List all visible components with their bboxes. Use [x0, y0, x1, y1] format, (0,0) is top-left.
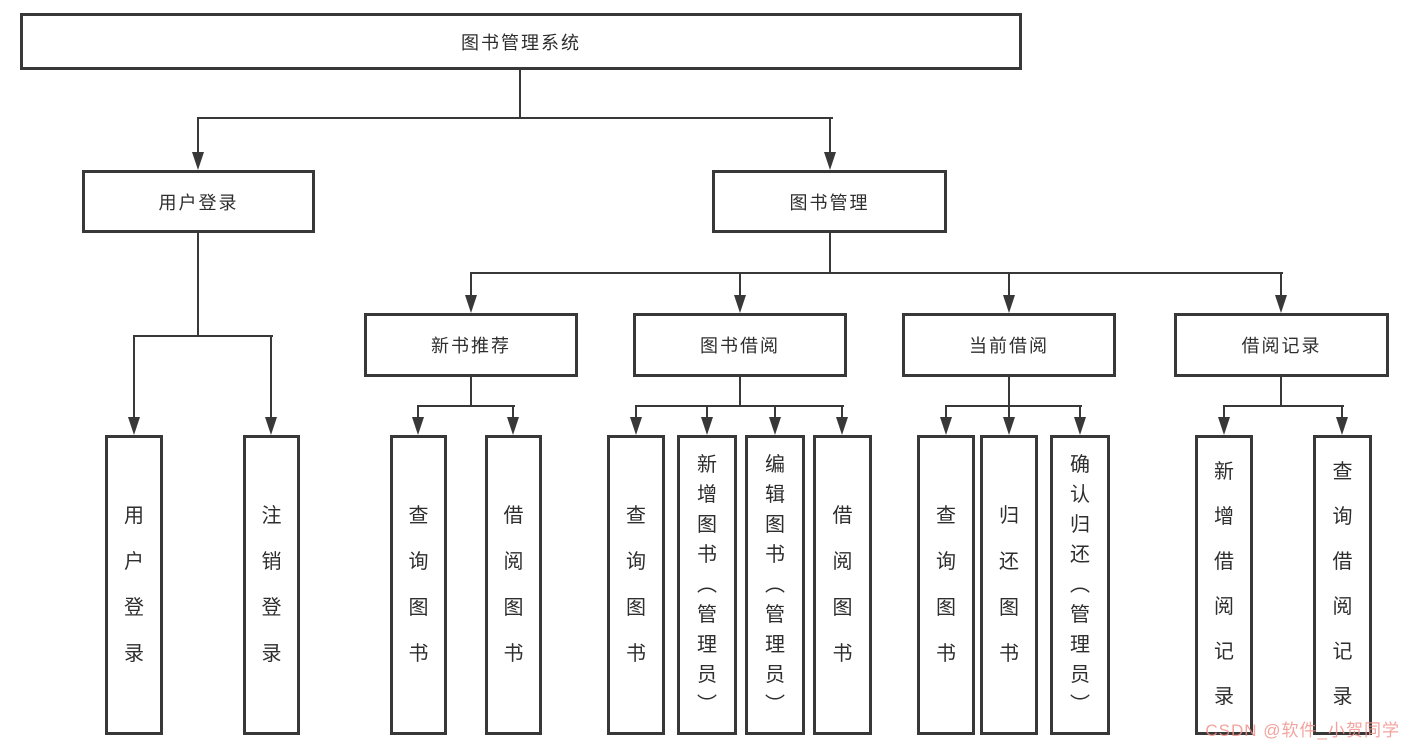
arrowhead-down-icon [1218, 417, 1230, 435]
connector-line [829, 118, 831, 154]
node-borrowing-records: 借阅记录 [1174, 313, 1389, 377]
arrowhead-down-icon [701, 417, 713, 435]
leaf-borrow-borrow-books: 借 阅 图 书 [813, 435, 872, 735]
arrowhead-down-icon [1275, 295, 1287, 313]
node-new-book-recommendation: 新书推荐 [364, 313, 578, 377]
connector-line [270, 336, 272, 420]
leaf-recommend-query-books: 查 询 图 书 [390, 435, 447, 735]
node-system-root-label: 图书管理系统 [461, 32, 581, 53]
leaf-borrow-query-books: 查 询 图 书 [607, 435, 665, 735]
node-borrowing-records-label: 借阅记录 [1241, 336, 1322, 356]
connector-line [739, 375, 741, 406]
connector-line [739, 273, 741, 298]
arrowhead-down-icon [734, 295, 746, 313]
connector-line [417, 405, 515, 407]
connector-line [706, 406, 708, 421]
arrowhead-down-icon [1003, 417, 1015, 435]
leaf-records-add-record-label: 新 增 借 阅 记 录 [1214, 461, 1234, 708]
arrowhead-down-icon [940, 417, 952, 435]
connector-line [774, 406, 776, 421]
connector-line [519, 68, 521, 118]
leaf-recommend-query-books-label: 查 询 图 书 [408, 505, 429, 665]
connector-line [635, 406, 637, 421]
leaf-recommend-borrow-books: 借 阅 图 书 [485, 435, 542, 735]
connector-line [197, 117, 833, 119]
node-user-login-label: 用户登录 [158, 192, 239, 213]
leaf-borrow-query-books-label: 查 询 图 书 [626, 505, 646, 665]
connector-line [197, 118, 199, 154]
leaf-user-login-label: 用 户 登 录 [124, 505, 144, 665]
arrowhead-down-icon [1003, 295, 1015, 313]
arrowhead-down-icon [769, 417, 781, 435]
node-user-login: 用户登录 [82, 170, 315, 233]
arrowhead-down-icon [1336, 417, 1348, 435]
leaf-recommend-borrow-books-label: 借 阅 图 书 [503, 505, 524, 665]
connector-line [512, 406, 514, 421]
connector-line [829, 230, 831, 274]
leaf-current-return-books: 归 还 图 书 [980, 435, 1038, 735]
leaf-records-query-record: 查 询 借 阅 记 录 [1313, 435, 1372, 735]
leaf-logout-label: 注 销 登 录 [261, 505, 282, 665]
leaf-logout: 注 销 登 录 [243, 435, 300, 735]
node-system-root: 图书管理系统 [20, 13, 1022, 70]
arrowhead-down-icon [465, 295, 477, 313]
leaf-records-query-record-label: 查 询 借 阅 记 录 [1332, 461, 1353, 708]
arrowhead-down-icon [1074, 417, 1086, 435]
arrowhead-down-icon [824, 152, 836, 170]
connector-line [417, 406, 419, 421]
node-book-borrowing-label: 图书借阅 [700, 336, 780, 356]
connector-line [1223, 406, 1225, 421]
node-new-book-recommendation-label: 新书推荐 [431, 336, 511, 356]
leaf-borrow-edit-books-admin-label: 编 辑 图 书 ︵ 管 理 员 ︶ [765, 454, 785, 716]
arrowhead-down-icon [630, 417, 642, 435]
connector-line [1280, 375, 1282, 406]
leaf-current-confirm-return-admin: 确 认 归 还 ︵ 管 理 员 ︶ [1050, 435, 1110, 735]
connector-line [1223, 405, 1344, 407]
connector-line [1079, 406, 1081, 421]
arrowhead-down-icon [192, 152, 204, 170]
node-book-management: 图书管理 [712, 170, 947, 233]
connector-line [1341, 406, 1343, 421]
connector-line [470, 272, 1283, 274]
connector-line [133, 335, 273, 337]
leaf-user-login: 用 户 登 录 [105, 435, 163, 735]
connector-line [1280, 273, 1282, 298]
node-current-borrowing-label: 当前借阅 [969, 336, 1049, 356]
node-current-borrowing: 当前借阅 [902, 313, 1116, 377]
arrowhead-down-icon [265, 417, 277, 435]
node-book-management-label: 图书管理 [789, 192, 870, 213]
connector-line [1008, 406, 1010, 421]
leaf-borrow-borrow-books-label: 借 阅 图 书 [832, 505, 853, 665]
connector-line [1008, 273, 1010, 298]
leaf-borrow-add-books-admin: 新 增 图 书 ︵ 管 理 员 ︶ [677, 435, 737, 735]
connector-line [945, 406, 947, 421]
arrowhead-down-icon [507, 417, 519, 435]
arrowhead-down-icon [836, 417, 848, 435]
connector-line [470, 375, 472, 406]
connector-line [197, 230, 199, 336]
connector-line [1008, 375, 1010, 406]
connector-line [945, 405, 1082, 407]
leaf-records-add-record: 新 增 借 阅 记 录 [1195, 435, 1253, 735]
leaf-borrow-edit-books-admin: 编 辑 图 书 ︵ 管 理 员 ︶ [745, 435, 805, 735]
leaf-current-query-books: 查 询 图 书 [917, 435, 975, 735]
leaf-borrow-add-books-admin-label: 新 增 图 书 ︵ 管 理 员 ︶ [697, 454, 717, 716]
node-book-borrowing: 图书借阅 [633, 313, 847, 377]
connector-line [635, 405, 844, 407]
connector-line [470, 273, 472, 298]
csdn-watermark: CSDN @软件_小贺同学 [1205, 721, 1400, 740]
arrowhead-down-icon [128, 417, 140, 435]
leaf-current-query-books-label: 查 询 图 书 [936, 505, 956, 665]
leaf-current-return-books-label: 归 还 图 书 [999, 505, 1019, 665]
connector-line [841, 406, 843, 421]
arrowhead-down-icon [412, 417, 424, 435]
leaf-current-confirm-return-admin-label: 确 认 归 还 ︵ 管 理 员 ︶ [1070, 454, 1090, 716]
connector-line [133, 336, 135, 420]
